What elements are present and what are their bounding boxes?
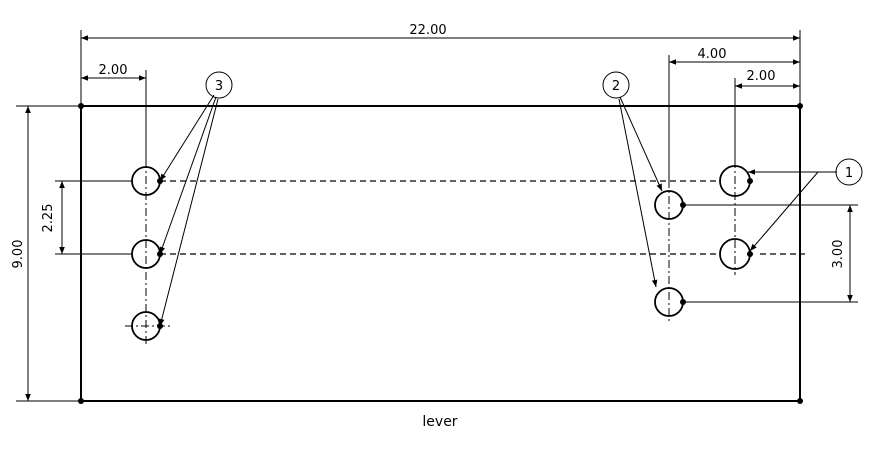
corner-point (797, 398, 803, 404)
balloon-2-label: 2 (612, 79, 620, 94)
hidden-lines (160, 180, 805, 255)
balloon-leaders (159, 94, 837, 327)
holes (131, 165, 753, 341)
centerlines (125, 160, 736, 345)
dim-left-hole-spacing: 2.25 (41, 204, 56, 233)
balloon-3-label: 3 (215, 79, 223, 94)
part-caption: lever (422, 414, 457, 430)
dim-left-hole-offset: 2.00 (99, 63, 128, 78)
dim-right-hole-spacing: 3.00 (831, 240, 846, 269)
balloon-1-label: 1 (845, 166, 853, 181)
dim-right-group-offset: 4.00 (698, 47, 727, 62)
dim-right-hole-offset: 2.00 (747, 69, 776, 84)
balloon-1: 1 (835, 158, 863, 186)
balloon-3: 3 (205, 71, 233, 99)
dim-overall-width: 22.00 (409, 23, 446, 38)
dimension-lines (25, 35, 853, 401)
extension-lines (16, 30, 858, 402)
balloon-2: 2 (602, 71, 630, 99)
dim-overall-height: 9.00 (11, 240, 26, 269)
